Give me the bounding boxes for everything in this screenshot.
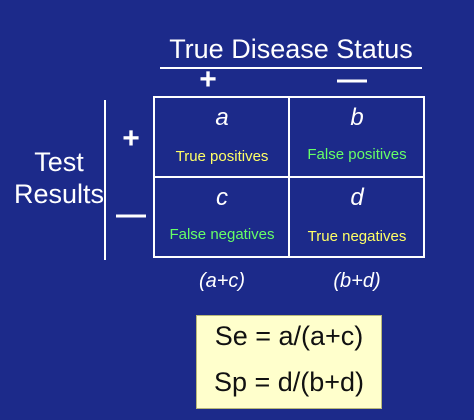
cell-false-positives: b False positives <box>290 104 424 164</box>
column-sum-a-plus-c: (a+c) <box>198 270 246 292</box>
disease-positive-sign: + <box>199 63 217 96</box>
cell-letter-a: a <box>215 104 229 131</box>
disease-negative-sign: — <box>337 63 367 96</box>
cell-letter-b: b <box>350 104 364 131</box>
test-negative-sign: — <box>116 198 146 231</box>
false-positives-label: False positives <box>307 146 407 163</box>
cell-letter-d: d <box>350 184 364 211</box>
test-results-label: Test Results <box>4 146 114 210</box>
cell-true-negatives: d True negatives <box>290 184 424 246</box>
specificity-formula: Sp = d/(b+d) <box>213 367 365 397</box>
heading-underline <box>160 67 422 69</box>
cell-true-positives: a True positives <box>155 104 289 166</box>
sensitivity-formula: Se = a/(a+c) <box>214 321 364 351</box>
cell-letter-c: c <box>216 184 228 211</box>
test-results-line-1: Test <box>34 147 84 177</box>
row-divider-rule <box>104 100 106 260</box>
true-positives-label: True positives <box>175 148 269 165</box>
false-negatives-label: False negatives <box>169 226 275 243</box>
table-horizontal-divider <box>153 176 425 178</box>
formula-box <box>196 315 382 409</box>
true-disease-status-heading: True Disease Status <box>169 34 413 64</box>
true-negatives-label: True negatives <box>307 228 407 245</box>
test-positive-sign: + <box>122 122 140 155</box>
test-results-line-2: Results <box>13 179 105 209</box>
column-sum-b-plus-d: (b+d) <box>333 270 381 292</box>
cell-false-negatives: c False negatives <box>155 184 289 244</box>
